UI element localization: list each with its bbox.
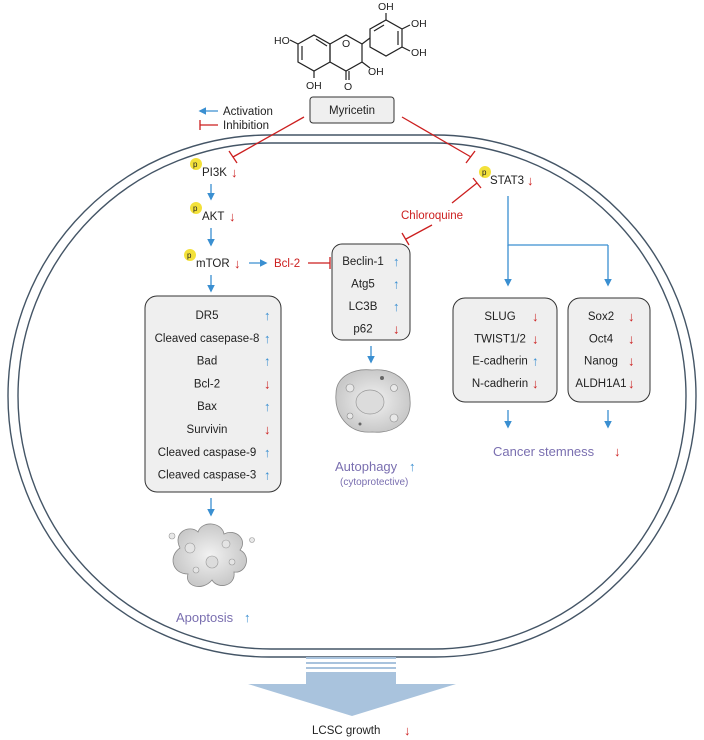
cell-inner-membrane xyxy=(17,142,687,650)
stat3-down-arrow: ↓ xyxy=(527,173,534,188)
ring-oxygen-label: O xyxy=(342,38,350,50)
mtor-p-label: p xyxy=(187,251,192,260)
chloroquine-label: Chloroquine xyxy=(401,210,463,222)
myricetin-structure xyxy=(289,13,411,80)
autophagy-marker: p62 xyxy=(353,324,372,336)
pi3k-label: PI3K xyxy=(202,167,227,179)
autophagy-markers-list: Beclin-1 ↑ Atg5 ↑ LC3B ↑ p62 ↓ xyxy=(342,254,399,337)
stat3-label: STAT3 xyxy=(490,175,524,187)
chloroquine-inhibit-stat3-line xyxy=(451,182,478,204)
apoptotic-cell-icon xyxy=(168,523,255,587)
stemness-marker: ALDH1A1 xyxy=(575,378,626,390)
apoptosis-up-arrow: ↑ xyxy=(264,399,271,414)
pi3k-phospho-badge xyxy=(190,158,202,170)
emt-marker: TWIST1/2 xyxy=(474,333,526,345)
stemness-down-arrow: ↓ xyxy=(628,331,635,346)
autophagy-marker: Beclin-1 xyxy=(342,256,384,268)
cancer-stemness-outcome-label: Cancer stemness xyxy=(493,444,595,459)
emt-marker: E-cadherin xyxy=(472,356,528,368)
oh-label-ring-b-lower: OH xyxy=(411,47,427,59)
apoptosis-marker: Cleaved caspase-3 xyxy=(158,470,256,482)
autophagy-up-arrow: ↑ xyxy=(393,277,400,292)
stemness-marker: Oct4 xyxy=(589,333,614,345)
pi3k-down-arrow: ↓ xyxy=(231,165,238,180)
autophagy-markers-box xyxy=(331,243,411,341)
emt-down-arrow: ↓ xyxy=(532,309,539,324)
apoptosis-marker: Cleaved casepase-8 xyxy=(155,333,260,345)
apoptosis-down-arrow: ↓ xyxy=(264,422,271,437)
mtor-phospho-badge xyxy=(184,249,196,261)
apoptosis-up-arrow: ↑ xyxy=(264,308,271,323)
emt-down-arrow: ↓ xyxy=(532,376,539,391)
stemness-down-arrow: ↓ xyxy=(628,309,635,324)
apoptosis-marker: Bcl-2 xyxy=(194,378,220,390)
akt-down-arrow: ↓ xyxy=(229,209,236,224)
inhibit-pi3k-line xyxy=(232,116,305,158)
apoptosis-marker: DR5 xyxy=(195,310,218,322)
apoptosis-down-arrow: ↓ xyxy=(264,376,271,391)
akt-p-label: p xyxy=(193,204,198,213)
emt-markers-box xyxy=(452,297,558,403)
autophagy-marker: LC3B xyxy=(349,301,378,313)
apoptosis-markers-list: DR5 ↑ Cleaved casepase-8 ↑ Bad ↑ Bcl-2 ↓ Bax ↑ Sur… xyxy=(155,308,271,483)
myricetin-box xyxy=(309,96,395,124)
legend: Activation Inhibition xyxy=(198,106,273,132)
emt-marker: N-cadherin xyxy=(472,378,528,390)
carbonyl-oxygen-label: O xyxy=(344,81,352,93)
inhibit-stat3-line xyxy=(401,116,472,158)
stemness-markers-box xyxy=(567,297,651,403)
stat3-branch-connector xyxy=(507,196,608,246)
oh-label-ring-a-bottom: OH xyxy=(306,80,322,92)
apoptosis-up-arrow: ↑ xyxy=(264,445,271,460)
emt-down-arrow: ↓ xyxy=(532,331,539,346)
legend-activation: Activation xyxy=(223,106,273,118)
emt-markers-list: SLUG ↓ TWIST1/2 ↓ E-cadherin ↑ N-cadherin ↓ xyxy=(472,309,539,391)
apoptosis-up-arrow: ↑ xyxy=(264,468,271,483)
myricetin-label: Myricetin xyxy=(329,105,375,117)
apoptosis-outcome-label: Apoptosis xyxy=(176,610,234,625)
apoptosis-marker: Bad xyxy=(197,356,217,368)
mtor-label: mTOR xyxy=(196,258,230,270)
autophagic-cell-icon xyxy=(335,369,411,433)
apoptosis-markers-box xyxy=(144,295,282,493)
apoptosis-up-arrow: ↑ xyxy=(244,610,251,625)
apoptosis-up-arrow: ↑ xyxy=(264,331,271,346)
autophagy-up-arrow: ↑ xyxy=(409,459,416,474)
autophagy-up-arrow: ↑ xyxy=(393,299,400,314)
oh-label-ring-b-right: OH xyxy=(411,18,427,30)
apoptosis-marker: Bax xyxy=(197,401,217,413)
stat3-phospho-badge xyxy=(479,166,491,178)
stemness-markers-list: Sox2↓Oct4↓Nanog↓ALDH1A1↓ xyxy=(575,309,634,391)
akt-phospho-badge xyxy=(190,202,202,214)
cancer-stemness-down-arrow: ↓ xyxy=(614,444,621,459)
lcsc-growth-down-arrow: ↓ xyxy=(404,723,411,738)
stat3-p-label: p xyxy=(482,168,487,177)
apoptosis-marker: Cleaved caspase-9 xyxy=(158,447,256,459)
mtor-down-arrow: ↓ xyxy=(234,256,241,271)
legend-inhibition: Inhibition xyxy=(223,120,269,132)
stemness-marker: Sox2 xyxy=(588,311,614,323)
lcsc-growth-label: LCSC growth xyxy=(312,725,380,737)
bcl2-link-label: Bcl-2 xyxy=(274,258,300,270)
apoptosis-up-arrow: ↑ xyxy=(264,354,271,369)
autophagy-cytoprotective-note: (cytoprotective) xyxy=(340,477,408,488)
akt-label: AKT xyxy=(202,211,224,223)
emt-marker: SLUG xyxy=(484,311,515,323)
chloroquine-inhibit-autophagy-line xyxy=(405,224,433,240)
autophagy-marker: Atg5 xyxy=(351,279,375,291)
autophagy-up-arrow: ↑ xyxy=(393,254,400,269)
autophagy-down-arrow: ↓ xyxy=(393,322,400,337)
stemness-down-arrow: ↓ xyxy=(628,376,635,391)
lcsc-growth-funnel-arrow xyxy=(248,657,456,716)
ho-label-ring-a: HO xyxy=(274,35,290,47)
oh-label-ring-b-top: OH xyxy=(378,1,394,13)
autophagy-outcome-label: Autophagy xyxy=(335,459,398,474)
stemness-down-arrow: ↓ xyxy=(628,354,635,369)
emt-up-arrow: ↑ xyxy=(532,354,539,369)
stemness-marker: Nanog xyxy=(584,356,618,368)
oh-label-ring-c: OH xyxy=(368,66,384,78)
apoptosis-marker: Survivin xyxy=(187,424,228,436)
pi3k-p-label: p xyxy=(193,160,198,169)
